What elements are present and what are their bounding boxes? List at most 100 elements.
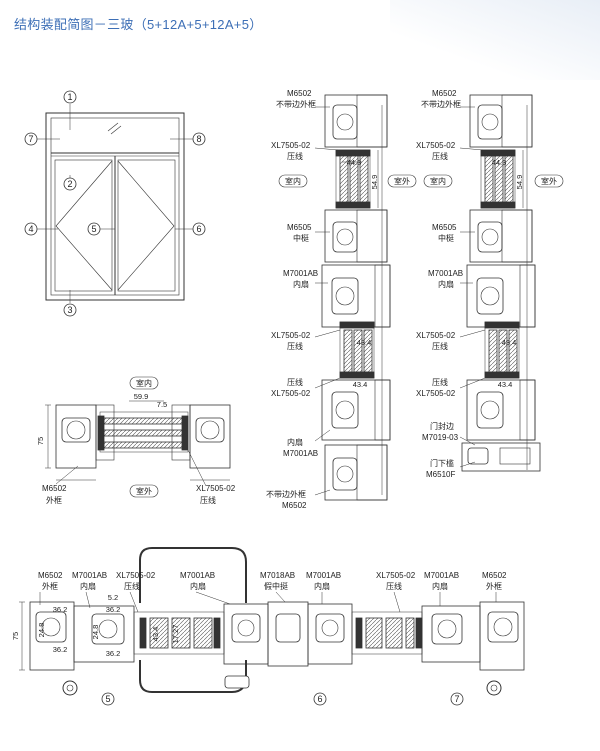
v1-mullion-code: M6505: [287, 223, 312, 232]
v2-seal-code: M7019-03: [422, 433, 459, 442]
v2-sill-name: 门下槛: [430, 458, 454, 468]
v2-frame-name: 不带边外框: [421, 99, 461, 109]
v2-bead-name: 压线: [432, 151, 448, 161]
v1-bead2-code: XL7505-02: [271, 331, 311, 340]
v2-bead3-name: 压线: [432, 377, 448, 387]
marker-8-label: 8: [196, 134, 201, 144]
vertical-section-2: [459, 94, 541, 472]
marker-4-label: 4: [28, 224, 33, 234]
b-l5-name: 假中挺: [264, 581, 288, 591]
b-dim-36b: 36.2: [53, 645, 68, 654]
v2-dim-d: 43.4: [498, 380, 513, 389]
dim-glass: 59.9: [134, 392, 149, 401]
v2-bead3-code: XL7505-02: [416, 389, 456, 398]
marker-6: [192, 222, 206, 236]
bead-name: 压线: [200, 495, 216, 505]
b-l2-name: 内扇: [80, 581, 96, 591]
marker-6-label: 6: [196, 224, 201, 234]
b-l4-name: 内扇: [190, 581, 206, 591]
v1-room-out: 室外: [394, 176, 410, 186]
room-out-badge: [129, 484, 159, 498]
b-dim-248a: 24.8: [37, 623, 46, 638]
b-l6-code: M7001AB: [306, 571, 341, 580]
v2-dim-a: 44.3: [492, 158, 507, 167]
v2-room-out-badge: [534, 174, 564, 188]
v1-frame2-code: M6502: [282, 501, 307, 510]
v1-dim-b: 54.9: [370, 175, 379, 190]
bottom-horizontal-section: [19, 547, 525, 696]
marker-2-label: 2: [67, 179, 72, 189]
v1-bead3-code: XL7505-02: [271, 389, 311, 398]
v2-dim-c: 43.4: [502, 338, 517, 347]
left-section-labels: 75 室内 59.9 7.5 室外 M6502 外框 XL7505-02 压线: [36, 376, 236, 505]
b-l3-code: XL7505-02: [116, 571, 156, 580]
marker-7-label: 7: [28, 134, 33, 144]
v1-frame-code: M6502: [287, 89, 312, 98]
dim-overall: 75: [36, 437, 45, 445]
v2-bead2-code: XL7505-02: [416, 331, 456, 340]
b-dim-434: 43.4: [151, 627, 160, 642]
marker-1: [63, 90, 77, 104]
v2-room-in-badge: [423, 174, 453, 188]
v2-sash-name: 内扇: [438, 279, 454, 289]
v2-sill-code: M6510F: [426, 470, 455, 479]
v1-room-in: 室内: [285, 176, 301, 186]
b-l8-code: M7001AB: [424, 571, 459, 580]
room-out-label: 室外: [136, 486, 152, 496]
v1-sash2-name: 内扇: [287, 437, 303, 447]
v1-mullion-name: 中梃: [293, 233, 309, 243]
marker-5-label: 5: [91, 224, 96, 234]
b-l6-name: 内扇: [314, 581, 330, 591]
b-marker-5-label: 5: [105, 694, 110, 704]
v2-mullion-code: M6505: [432, 223, 457, 232]
v2-dim-b: 54.9: [515, 175, 524, 190]
b-dim-36a: 36.2: [53, 605, 68, 614]
v1-room-in-badge: [278, 174, 308, 188]
b-marker-7-label: 7: [454, 694, 459, 704]
room-in-badge: [129, 376, 159, 390]
b-marker-6-label: 6: [317, 694, 322, 704]
marker-1-label: 1: [67, 92, 72, 102]
b-dim-1727: 17.27: [171, 625, 180, 644]
b-l7-name: 压线: [386, 581, 402, 591]
b-dim-36d: 36.2: [106, 649, 121, 658]
b-l9-name: 外框: [486, 581, 502, 591]
b-marker-6: [313, 692, 327, 706]
b-l5-code: M7018AB: [260, 571, 295, 580]
vertical-section-1-labels: M6502 不带边外框 XL7505-02 压线 室内 室外 44.3 54.9…: [266, 89, 417, 510]
v2-bead-code: XL7505-02: [416, 141, 456, 150]
v1-dim-d: 43.4: [353, 380, 368, 389]
v2-room-in: 室内: [430, 176, 446, 186]
left-horizontal-section: [45, 400, 231, 487]
b-dim-248b: 24.8: [91, 625, 100, 640]
bead-code: XL7505-02: [196, 484, 236, 493]
v1-bead-name: 压线: [287, 151, 303, 161]
frame-name: 外框: [46, 495, 62, 505]
corner-gradient: [390, 0, 600, 80]
v1-frame2-name: 不带边外框: [266, 489, 306, 499]
v1-frame-name: 不带边外框: [276, 99, 316, 109]
frame-code: M6502: [42, 484, 67, 493]
bottom-section-labels: M6502 外框 M7001AB 内扇 XL7505-02 压线 M7001AB…: [11, 571, 507, 706]
window-elevation: [36, 104, 193, 303]
v1-sash-name: 内扇: [293, 279, 309, 289]
marker-4: [24, 222, 38, 236]
v1-sash-code: M7001AB: [283, 269, 318, 278]
b-l1-code: M6502: [38, 571, 63, 580]
marker-2: [63, 177, 77, 191]
b-l4-code: M7001AB: [180, 571, 215, 580]
b-l3-name: 压线: [124, 581, 140, 591]
b-l7-code: XL7505-02: [376, 571, 416, 580]
vertical-section-2-labels: M6502 不带边外框 XL7505-02 压线 室内 室外 44.3 54.9…: [416, 89, 564, 479]
room-in-label: 室内: [136, 378, 152, 388]
v1-dim-c: 43.4: [357, 338, 372, 347]
marker-7: [24, 132, 38, 146]
b-dim-75: 75: [11, 632, 20, 640]
b-l2-code: M7001AB: [72, 571, 107, 580]
v1-bead2-name: 压线: [287, 341, 303, 351]
b-l1-name: 外框: [42, 581, 58, 591]
v2-frame-code: M6502: [432, 89, 457, 98]
marker-3: [63, 303, 77, 317]
v1-bead-code: XL7505-02: [271, 141, 311, 150]
